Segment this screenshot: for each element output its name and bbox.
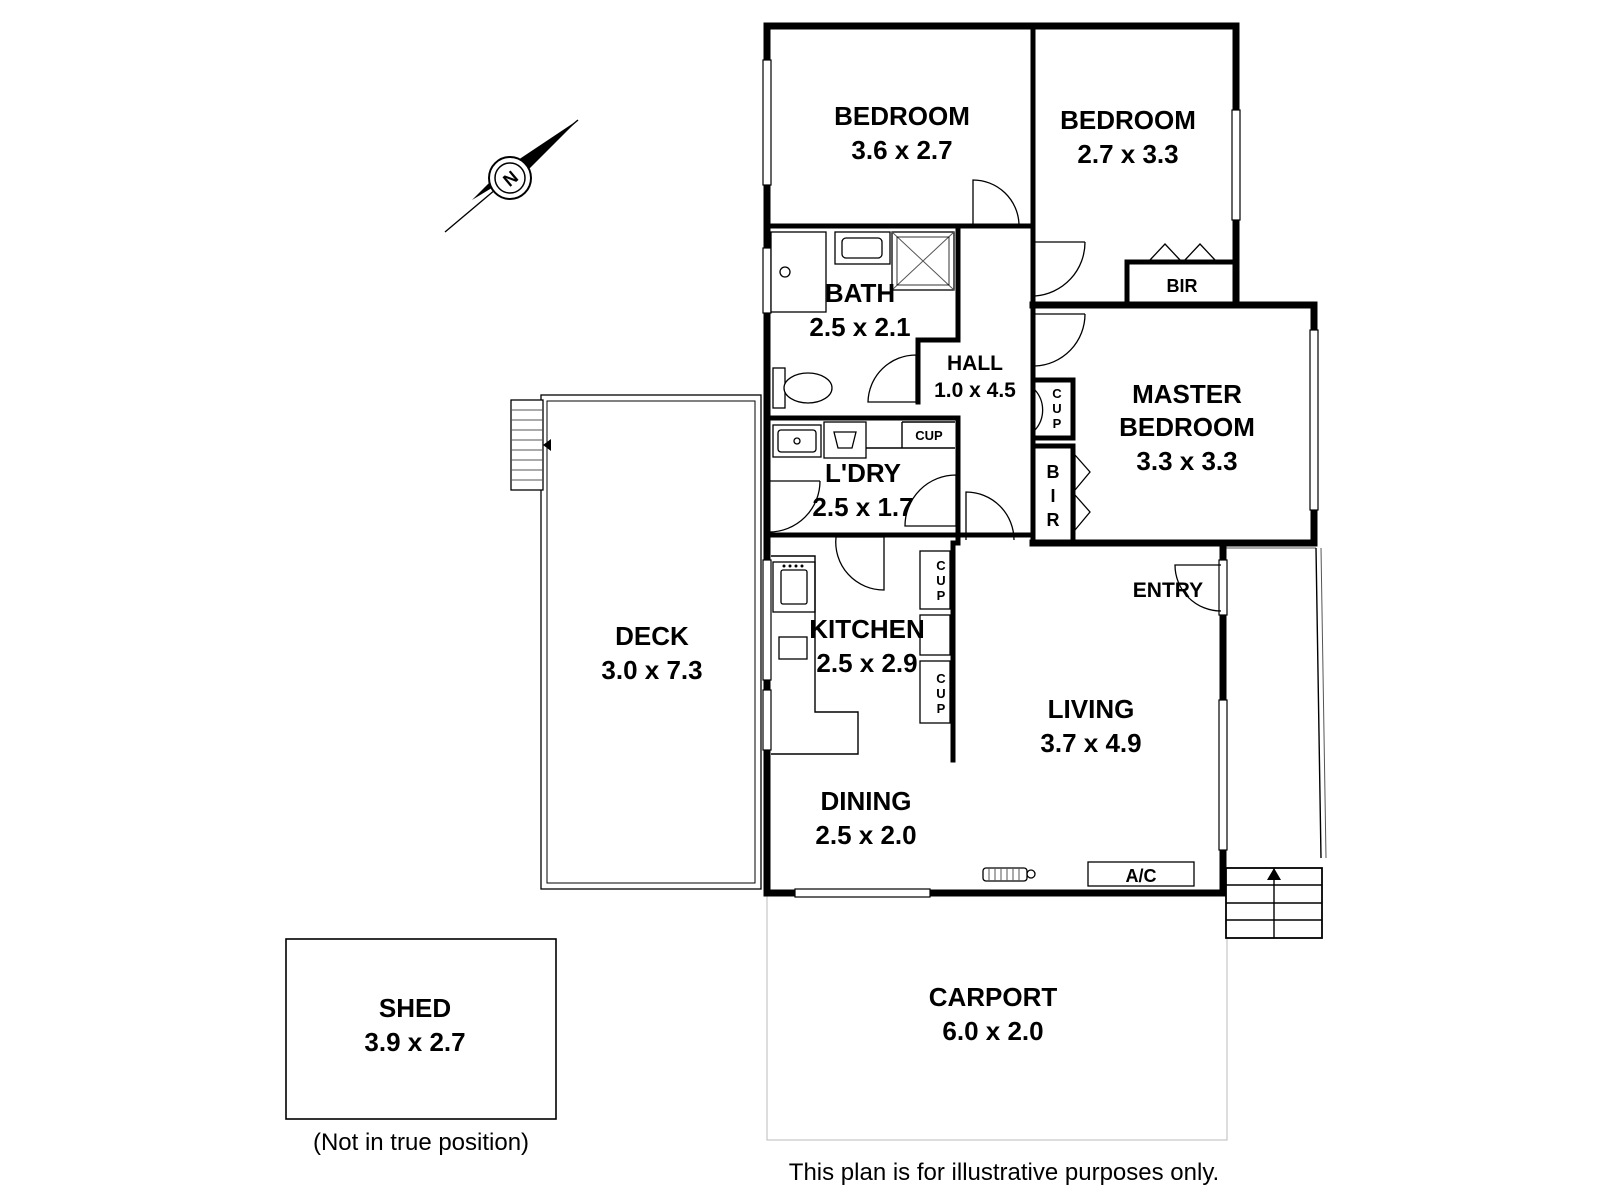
cup-kitchen-top-label-u: U xyxy=(936,573,945,588)
room-size-kitchen: 2.5 x 2.9 xyxy=(816,648,917,678)
cup-kitchen-top-label-p: P xyxy=(937,588,946,603)
room-name-master-line2: BEDROOM xyxy=(1119,412,1255,442)
room-size-dining: 2.5 x 2.0 xyxy=(815,820,916,850)
room-size-laundry: 2.5 x 1.7 xyxy=(812,492,913,522)
bir-master-label-i: I xyxy=(1050,486,1055,506)
room-size-bedroom2: 2.7 x 3.3 xyxy=(1077,139,1178,169)
deck-step-arrow-icon xyxy=(543,439,551,451)
room-name-bedroom2: BEDROOM xyxy=(1060,105,1196,135)
cup-hall-label-p: P xyxy=(1053,416,1062,431)
entry-step-arrow-icon xyxy=(1267,868,1281,880)
room-name-kitchen: KITCHEN xyxy=(809,614,925,644)
shed-position-note: (Not in true position) xyxy=(313,1129,529,1156)
doors xyxy=(768,179,1222,612)
room-size-bedroom1: 3.6 x 2.7 xyxy=(851,135,952,165)
room-size-living: 3.7 x 4.9 xyxy=(1040,728,1141,758)
room-name-dining: DINING xyxy=(821,786,912,816)
room-size-bath: 2.5 x 2.1 xyxy=(809,312,910,342)
room-name-living: LIVING xyxy=(1048,694,1135,724)
room-size-carport: 6.0 x 2.0 xyxy=(942,1016,1043,1046)
room-size-hall: 1.0 x 4.5 xyxy=(934,379,1016,402)
room-size-shed: 3.9 x 2.7 xyxy=(364,1027,465,1057)
shed-outline xyxy=(285,938,557,1120)
deck-area xyxy=(540,394,762,890)
cup-hall-label-u: U xyxy=(1052,401,1061,416)
room-name-laundry: L'DRY xyxy=(825,458,901,488)
fixtures xyxy=(770,231,1195,887)
cup-laundry-label: CUP xyxy=(915,428,943,443)
cup-hall-label-c: C xyxy=(1052,386,1062,401)
cup-kitchen-bottom-label-u: U xyxy=(936,686,945,701)
room-size-master: 3.3 x 3.3 xyxy=(1136,446,1237,476)
bir-bedroom2-label: BIR xyxy=(1167,276,1198,296)
room-name-bath: BATH xyxy=(825,278,895,308)
room-name-deck: DECK xyxy=(615,621,689,651)
room-name-carport: CARPORT xyxy=(929,982,1058,1012)
entry-label: ENTRY xyxy=(1133,579,1203,602)
cup-kitchen-top-label-c: C xyxy=(936,558,946,573)
disclaimer-note: This plan is for illustrative purposes o… xyxy=(789,1159,1219,1186)
cup-kitchen-bottom-label-c: C xyxy=(936,671,946,686)
deck-steps xyxy=(510,399,551,491)
bir-master-label-r: R xyxy=(1047,510,1060,530)
cup-kitchen-bottom-label-p: P xyxy=(937,701,946,716)
room-name-hall: HALL xyxy=(947,352,1003,375)
room-size-deck: 3.0 x 7.3 xyxy=(601,655,702,685)
room-name-master-line1: MASTER xyxy=(1132,379,1242,409)
windows xyxy=(762,59,1319,898)
compass-icon: N xyxy=(444,119,579,233)
interior-walls xyxy=(764,23,1239,763)
entry-steps xyxy=(1225,867,1323,939)
bir-master-label-b: B xyxy=(1047,462,1060,482)
room-name-bedroom1: BEDROOM xyxy=(834,101,970,131)
ac-label: A/C xyxy=(1126,866,1157,886)
room-name-shed: SHED xyxy=(379,993,451,1023)
